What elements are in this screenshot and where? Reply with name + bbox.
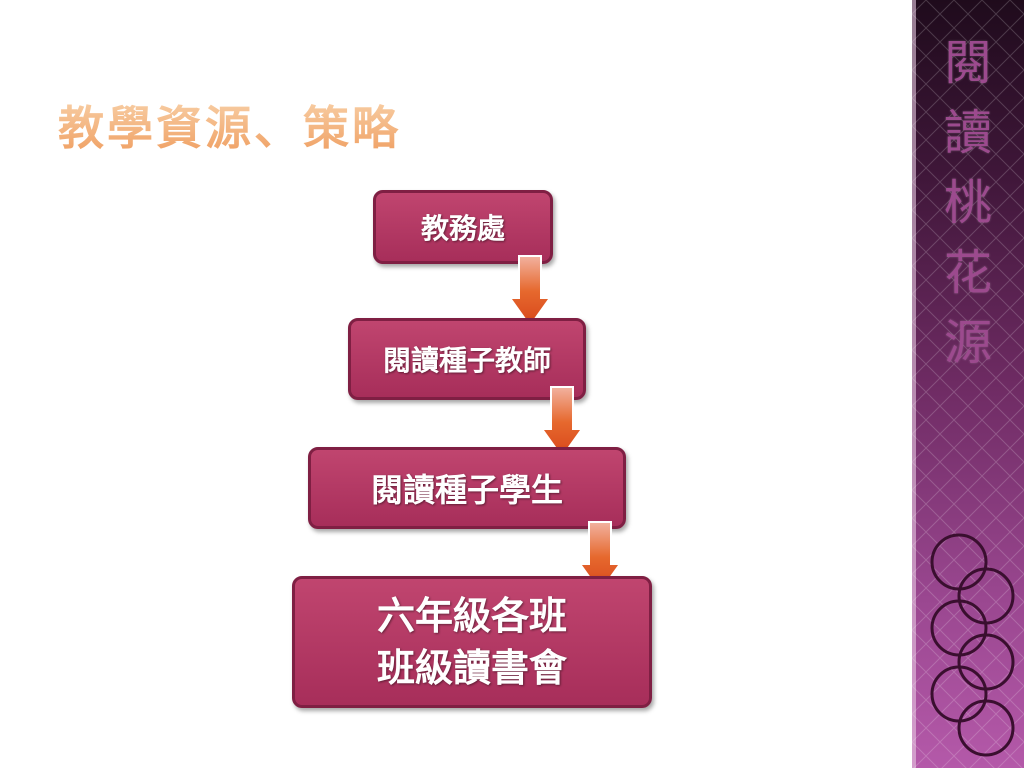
flow-box-seed-students: 閱讀種子學生 — [308, 447, 626, 529]
vertical-title-char: 閱 — [943, 35, 992, 91]
sidebar-panel: 閱 讀 桃 花 源 — [912, 0, 1024, 768]
slide: 教學資源、策略 教務處 閱讀種子教師 閱讀種子學生 六年級各班 班級讀書會 — [58, 98, 652, 708]
flow-box-line-1: 六年級各班 — [376, 594, 567, 638]
flow-box-line-2: 班級讀書會 — [376, 646, 567, 690]
vertical-title: 閱 讀 桃 花 源 — [912, 28, 1024, 378]
vertical-title-char: 花 — [943, 245, 992, 301]
flow-box-seed-teachers: 閱讀種子教師 — [348, 318, 586, 400]
flow-box-academic-affairs: 教務處 — [373, 190, 553, 264]
interlocking-rings-icon — [930, 533, 1015, 757]
slide-title: 教學資源、策略 — [58, 98, 401, 158]
down-arrow-icon — [508, 255, 552, 328]
vertical-title-char: 源 — [943, 315, 992, 371]
vertical-title-char: 桃 — [943, 175, 992, 231]
flow-box-class-reading-clubs: 六年級各班 班級讀書會 — [292, 576, 652, 708]
down-arrow-icon — [540, 386, 584, 459]
vertical-title-char: 讀 — [943, 105, 992, 161]
